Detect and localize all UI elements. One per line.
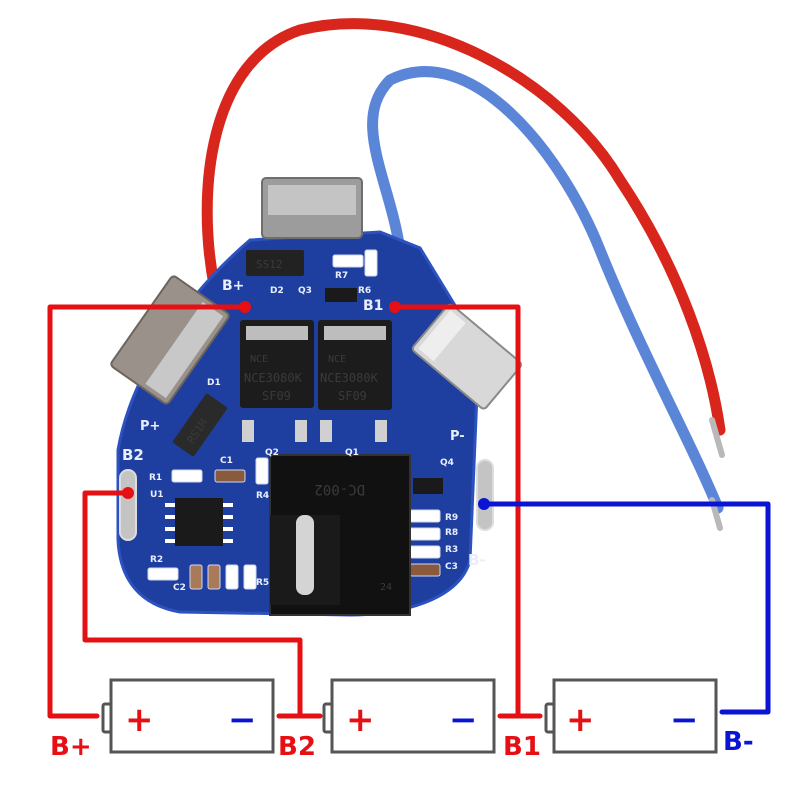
silk-r6: R6 xyxy=(358,286,371,296)
terminal-label-b1: B1 xyxy=(503,732,541,762)
battery-3-minus: − xyxy=(670,700,699,740)
mosfet-left-brand: NCE xyxy=(250,354,268,365)
silk-r5: R5 xyxy=(256,578,269,588)
blue-lead-wire xyxy=(367,66,724,514)
battery-3: + − xyxy=(544,678,718,754)
wire-b-minus xyxy=(481,501,771,715)
ic-u1-pins xyxy=(165,503,233,543)
b-plus-joint xyxy=(239,301,251,313)
diode-d2-label: SS12 xyxy=(256,258,283,271)
b1-joint xyxy=(389,301,401,313)
b-minus-joint xyxy=(478,498,490,510)
silk-r2: R2 xyxy=(150,555,163,565)
mosfet-left-code: SF09 xyxy=(262,389,291,403)
terminal-label-b-minus: B- xyxy=(723,727,754,757)
silk-r3: R3 xyxy=(445,545,458,555)
silk-c3: C3 xyxy=(445,562,458,572)
red-lead-wire xyxy=(201,18,726,436)
silk-q4: Q4 xyxy=(440,458,454,468)
mosfet-right: NCE NCE3080K SF09 xyxy=(318,320,392,410)
battery-2: + − xyxy=(322,678,496,754)
silk-p-minus: P- xyxy=(450,429,465,444)
terminal-label-b2: B2 xyxy=(278,732,316,762)
diode-d1: RS1M xyxy=(172,393,228,457)
transistor-q4 xyxy=(413,478,443,494)
p-minus-nickel-tab xyxy=(411,303,522,410)
battery-2-plus: + xyxy=(346,700,375,740)
silk-r1: R1 xyxy=(149,473,162,483)
silk-r7: R7 xyxy=(335,271,348,281)
silk-u1: U1 xyxy=(150,490,164,500)
silk-p-plus: P+ xyxy=(140,419,160,434)
b2-joint xyxy=(122,487,134,499)
wire-b2 xyxy=(82,490,303,719)
wire-b1 xyxy=(392,304,521,719)
dc-connector-number: 24 xyxy=(380,582,392,593)
wire-b-plus xyxy=(47,304,248,719)
battery-1-plus: + xyxy=(125,700,154,740)
battery-2-minus: − xyxy=(449,700,478,740)
silk-d1: D1 xyxy=(207,378,221,388)
silk-c1: C1 xyxy=(220,456,233,466)
positive-wiring xyxy=(47,304,543,719)
silk-q3: Q3 xyxy=(298,286,312,296)
silk-b2: B2 xyxy=(122,446,144,464)
silk-r4: R4 xyxy=(256,491,269,501)
mosfet-left: NCE NCE3080K SF09 xyxy=(240,320,314,408)
smd-resistors xyxy=(147,249,441,590)
transistor-q3 xyxy=(325,288,357,302)
silk-q2: Q2 xyxy=(265,448,279,458)
mosfet-legs xyxy=(242,420,387,442)
mosfet-right-part: NCE3080K xyxy=(320,371,379,385)
terminal-label-b-plus: B+ xyxy=(50,732,92,762)
silk-b1: B1 xyxy=(363,298,383,314)
silk-c2: C2 xyxy=(173,583,186,593)
top-tab-highlight xyxy=(268,185,356,215)
mosfet-left-part: NCE3080K xyxy=(244,371,303,385)
battery-3-plus: + xyxy=(566,700,595,740)
silk-b-plus: B+ xyxy=(222,278,244,294)
silk-b-minus: B- xyxy=(468,551,486,569)
ic-u1 xyxy=(175,498,223,546)
silk-r8: R8 xyxy=(445,528,458,538)
silk-r9: R9 xyxy=(445,513,458,523)
dc-connector: DC-002 24 xyxy=(269,454,411,616)
b-minus-pad xyxy=(476,459,494,531)
red-wire-tip xyxy=(709,417,725,458)
silk-q1: Q1 xyxy=(345,448,359,458)
mosfet-right-brand: NCE xyxy=(328,354,346,365)
b2-pad xyxy=(119,469,137,541)
diode-d2 xyxy=(246,250,304,276)
battery-1: + − xyxy=(101,678,275,754)
mosfet-right-code: SF09 xyxy=(338,389,367,403)
battery-1-minus: − xyxy=(228,700,257,740)
dc-connector-label: DC-002 xyxy=(314,481,365,497)
silk-d2: D2 xyxy=(270,286,284,296)
